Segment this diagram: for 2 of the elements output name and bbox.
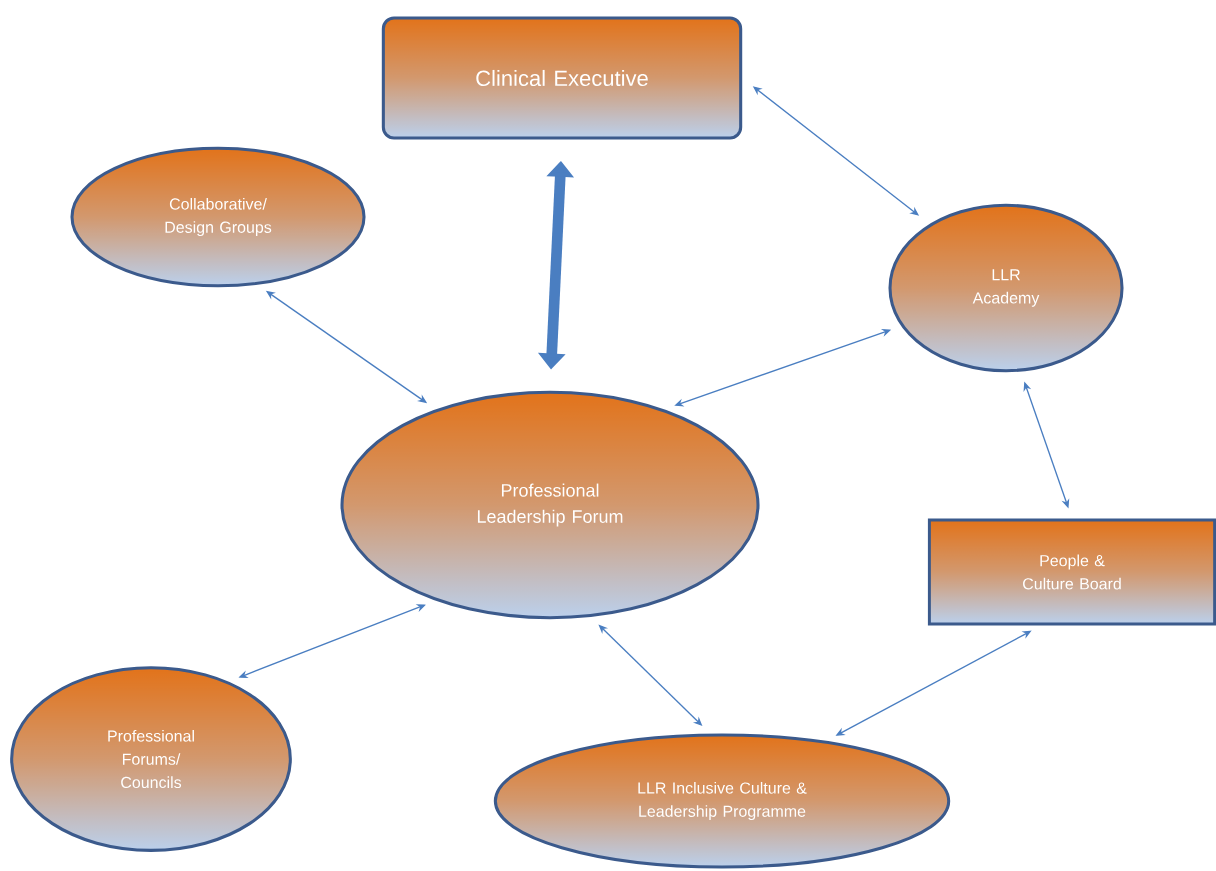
process-box: People & Culture Board — [927, 518, 1216, 626]
process-box: Clinical Executive — [381, 16, 743, 140]
